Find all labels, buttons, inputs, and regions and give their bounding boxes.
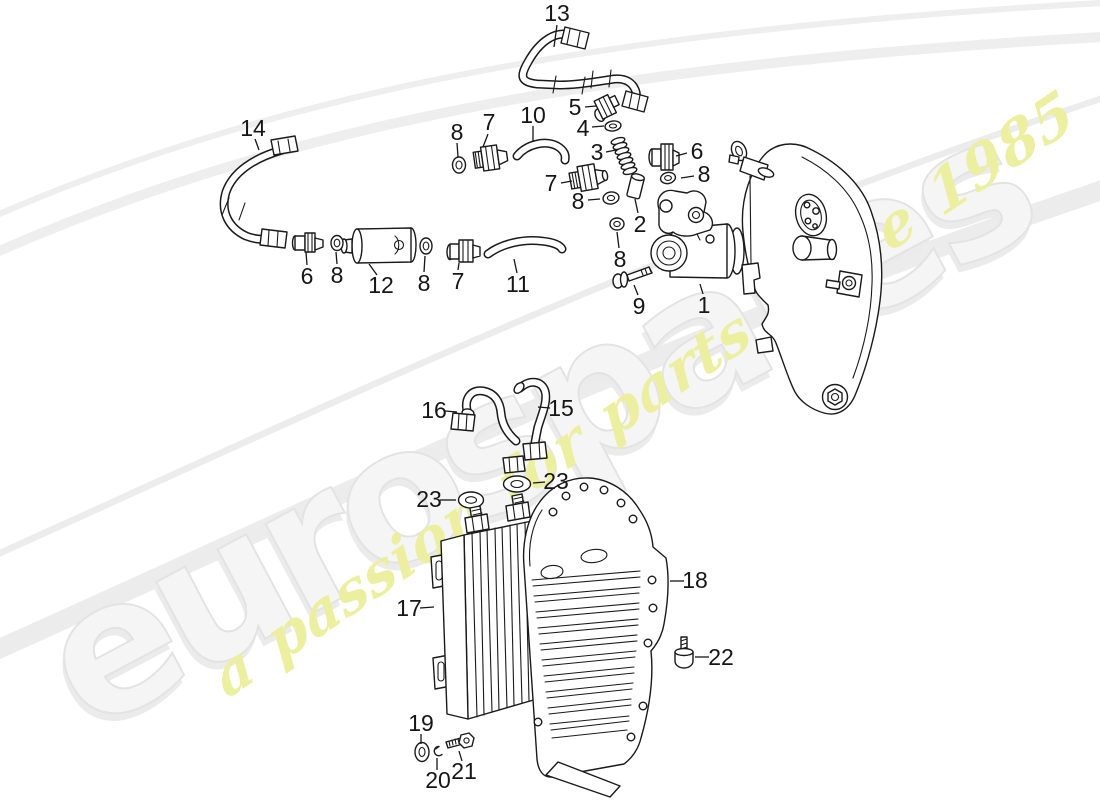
callout-label-4-6: 4 bbox=[577, 115, 590, 141]
part-21-screw bbox=[445, 732, 475, 749]
callout-label-18-27: 18 bbox=[682, 567, 708, 593]
part-2-piston bbox=[626, 173, 645, 200]
part-7-union-center bbox=[568, 163, 609, 193]
part-12-sleeve bbox=[335, 227, 417, 264]
callout-label-1-15: 1 bbox=[698, 292, 711, 318]
callout-label-7-3: 7 bbox=[483, 109, 496, 135]
callout-label-17-26: 17 bbox=[396, 595, 422, 621]
callout-leader-8-19 bbox=[335, 251, 338, 265]
part-23-ring-left bbox=[457, 491, 485, 509]
callout-leader-8-13 bbox=[616, 231, 620, 249]
part-7-union-row bbox=[446, 239, 481, 263]
part-7-union-top bbox=[472, 144, 509, 172]
callout-label-6-8: 6 bbox=[691, 138, 704, 164]
callout-label-11-17: 11 bbox=[506, 271, 530, 297]
callout-leader-21-31 bbox=[458, 750, 463, 762]
part-10-hose bbox=[512, 138, 570, 165]
part-19-washer bbox=[414, 741, 430, 763]
callout-leader-23-24 bbox=[532, 481, 546, 484]
callout-label-22-28: 22 bbox=[708, 644, 734, 670]
callout-label-3-7: 3 bbox=[591, 139, 604, 165]
callout-label-23-25: 23 bbox=[416, 486, 442, 512]
callout-label-5-5: 5 bbox=[569, 94, 582, 120]
callout-label-12-20: 12 bbox=[368, 272, 394, 298]
callout-leader-8-11 bbox=[587, 198, 601, 201]
callout-leader-14-1 bbox=[254, 138, 260, 151]
part-4-seal bbox=[604, 120, 622, 132]
callout-leader-2-12 bbox=[634, 198, 639, 214]
part-1-thermostat bbox=[650, 189, 745, 279]
callout-leader-7-3 bbox=[482, 133, 489, 148]
part-3-spring bbox=[610, 136, 638, 176]
part-8-ring-lower bbox=[609, 217, 625, 231]
callout-label-23-24: 23 bbox=[543, 468, 569, 494]
crankcase-cover bbox=[728, 140, 883, 415]
part-11-hose bbox=[483, 236, 567, 259]
callout-leader-4-6 bbox=[591, 125, 605, 128]
callout-label-2-12: 2 bbox=[634, 211, 647, 237]
callout-leader-1-15 bbox=[699, 283, 704, 295]
callout-label-8-9: 8 bbox=[698, 161, 711, 187]
part-15-hose bbox=[513, 377, 551, 461]
part-8-ring-by-sleeve bbox=[419, 237, 433, 255]
part-17-oil-cooler bbox=[430, 493, 538, 720]
callout-leader-8-21 bbox=[423, 255, 426, 273]
part-5-plug bbox=[593, 93, 620, 122]
part-8-ring-left bbox=[330, 234, 344, 252]
callout-leader-7-10 bbox=[560, 180, 573, 184]
callout-leader-3-7 bbox=[605, 149, 617, 153]
callout-leader-6-8 bbox=[675, 152, 688, 157]
part-18-cover-plate bbox=[522, 477, 669, 798]
callout-label-9-14: 9 bbox=[633, 293, 646, 319]
callout-leader-11-17 bbox=[513, 258, 518, 274]
part-6-fitting-left bbox=[291, 232, 324, 253]
part-22-screw bbox=[674, 636, 694, 669]
callout-leader-16-22 bbox=[444, 410, 458, 413]
callout-leader-17-26 bbox=[419, 606, 435, 609]
part-6-fitting-right bbox=[648, 143, 680, 171]
callout-leader-6-18 bbox=[305, 251, 308, 266]
callout-label-15-23: 15 bbox=[548, 395, 574, 421]
callout-label-8-19: 8 bbox=[331, 262, 344, 288]
callout-leader-8-9 bbox=[680, 175, 695, 179]
callout-label-8-21: 8 bbox=[418, 270, 431, 296]
callout-label-10-2: 10 bbox=[520, 102, 546, 128]
callout-leader-7-16 bbox=[457, 262, 460, 271]
callout-label-6-18: 6 bbox=[301, 263, 314, 289]
callout-leader-15-23 bbox=[537, 406, 551, 409]
callout-label-20-30: 20 bbox=[425, 767, 451, 793]
part-9-bolt bbox=[612, 266, 653, 289]
callout-label-21-31: 21 bbox=[451, 758, 477, 784]
callout-label-14-1: 14 bbox=[240, 115, 266, 141]
callout-label-8-11: 8 bbox=[572, 188, 585, 214]
part-8-ring-top bbox=[451, 156, 467, 174]
part-20-lock-washer bbox=[433, 745, 443, 757]
part-23-ring-right bbox=[502, 475, 532, 493]
callout-label-19-29: 19 bbox=[408, 710, 434, 736]
callout-label-16-22: 16 bbox=[421, 397, 447, 423]
callout-label-7-10: 7 bbox=[545, 170, 558, 196]
callout-leader-13-0 bbox=[553, 24, 558, 48]
part-13-hose bbox=[518, 26, 649, 113]
callout-label-8-13: 8 bbox=[614, 246, 627, 272]
callout-leader-8-4 bbox=[456, 142, 459, 158]
part-16-hose bbox=[450, 386, 526, 474]
callout-leader-5-5 bbox=[584, 105, 597, 108]
callout-leader-12-20 bbox=[368, 263, 378, 276]
callout-label-8-4: 8 bbox=[451, 119, 464, 145]
part-14-hose bbox=[219, 135, 299, 249]
part-8-ring-mid bbox=[602, 191, 620, 205]
callout-leader-9-14 bbox=[633, 284, 639, 296]
callout-label-7-16: 7 bbox=[452, 268, 465, 294]
callout-label-13-0: 13 bbox=[544, 0, 570, 26]
part-8-ring-right bbox=[659, 171, 677, 185]
